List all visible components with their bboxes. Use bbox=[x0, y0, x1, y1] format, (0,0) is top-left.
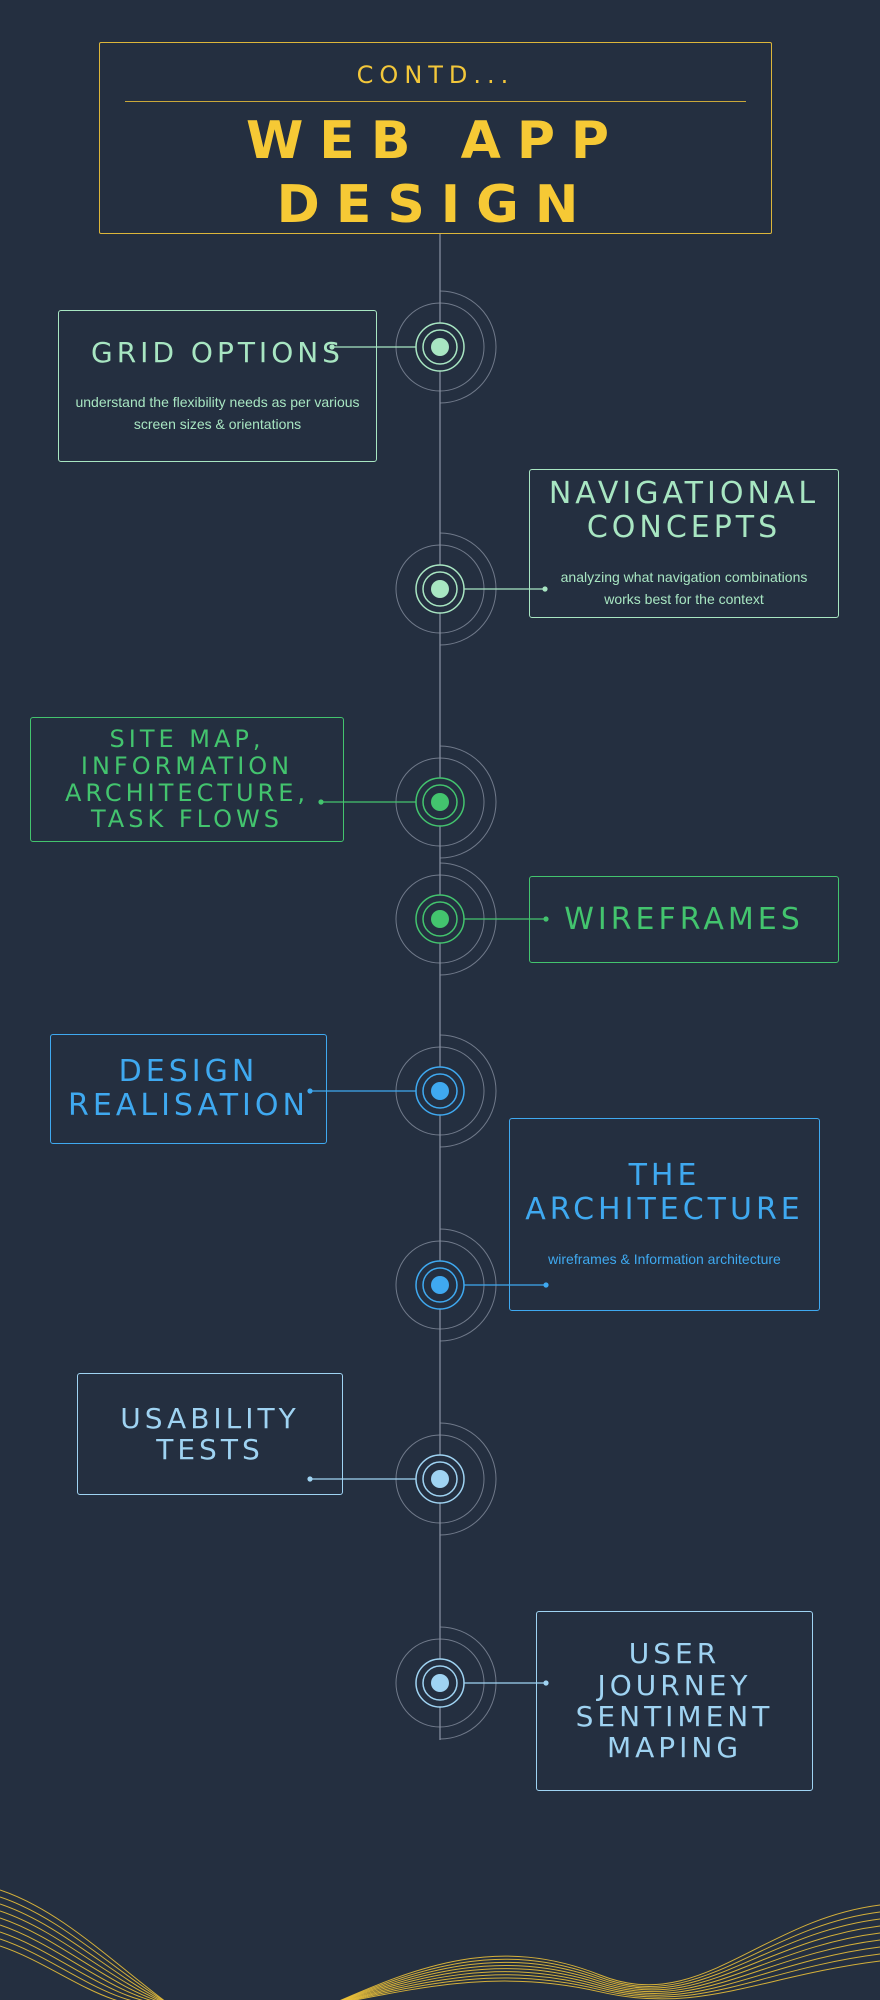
wave-line-left bbox=[0, 1945, 118, 2000]
step-description: wireframes & Information architecture bbox=[548, 1251, 781, 1268]
connector-end-dot bbox=[543, 916, 549, 922]
wave-line-left bbox=[0, 1917, 157, 2000]
step-box: NAVIGATIONAL CONCEPTS analyzing what navi… bbox=[529, 469, 839, 618]
step-box: WIREFRAMES bbox=[529, 876, 839, 963]
step-title: SITE MAP, INFORMATION ARCHITECTURE, TASK… bbox=[64, 724, 310, 834]
step-box: THE ARCHITECTURE wireframes & Information… bbox=[509, 1118, 820, 1311]
node-inner-ring bbox=[422, 1665, 458, 1701]
step-title: DESIGN REALISATION bbox=[68, 1054, 309, 1123]
node-inner-ring bbox=[422, 784, 458, 820]
step-box: USABILITY TESTS bbox=[77, 1373, 343, 1495]
connector-end-dot bbox=[543, 1282, 549, 1288]
wave-line-right bbox=[341, 1918, 880, 2000]
node-outer-arc bbox=[439, 1034, 497, 1148]
node-inner-ring bbox=[422, 1073, 458, 1109]
node-inner-ring bbox=[422, 901, 458, 937]
connector-end-dot bbox=[543, 1680, 549, 1686]
wave-line-left bbox=[0, 1889, 165, 2000]
connector-end-dot bbox=[318, 799, 324, 805]
node-dot bbox=[431, 793, 449, 811]
node-outer-arc bbox=[439, 1422, 497, 1536]
node-dot bbox=[431, 1082, 449, 1100]
step-title: GRID OPTIONS bbox=[91, 336, 344, 370]
wave-line-left bbox=[0, 1938, 132, 2000]
wave-line-left bbox=[0, 1910, 160, 2000]
node-dot bbox=[431, 580, 449, 598]
node-dot bbox=[431, 1276, 449, 1294]
wave-line-right bbox=[349, 1953, 880, 2000]
node-outer-arc bbox=[439, 290, 497, 404]
connector-end-dot bbox=[307, 1476, 313, 1482]
header-subtitle: CONTD... bbox=[356, 61, 515, 89]
step-title: USER JOURNEY SENTIMENT MAPING bbox=[575, 1637, 774, 1765]
step-description: analyzing what navigation combinations w… bbox=[560, 569, 808, 608]
step-title: WIREFRAMES bbox=[564, 901, 804, 937]
connector-end-dot bbox=[307, 1088, 313, 1094]
connector-end-dot bbox=[542, 586, 548, 592]
node-inner-ring bbox=[422, 571, 458, 607]
node-outer-arc bbox=[439, 745, 497, 859]
wave-line-left bbox=[0, 1896, 164, 2000]
node-dot bbox=[431, 1470, 449, 1488]
step-title: NAVIGATIONAL CONCEPTS bbox=[548, 475, 820, 545]
wave-line-right bbox=[340, 1911, 880, 2000]
wave-line-right bbox=[347, 1946, 880, 2000]
node-inner-ring bbox=[422, 1267, 458, 1303]
connector-end-dot bbox=[329, 344, 335, 350]
header-title-line2: DESIGN bbox=[276, 175, 595, 235]
header-divider bbox=[125, 101, 746, 102]
node-inner-ring bbox=[422, 329, 458, 365]
step-box: GRID OPTIONS understand the flexibility n… bbox=[58, 310, 377, 462]
wave-line-left bbox=[0, 1931, 144, 2000]
node-dot bbox=[431, 1674, 449, 1692]
node-inner-ring bbox=[422, 1461, 458, 1497]
node-dot bbox=[431, 910, 449, 928]
step-box: SITE MAP, INFORMATION ARCHITECTURE, TASK… bbox=[30, 717, 344, 842]
wave-line-right bbox=[352, 1960, 880, 2000]
step-box: USER JOURNEY SENTIMENT MAPING bbox=[536, 1611, 813, 1791]
node-dot bbox=[431, 338, 449, 356]
wave-line-right bbox=[345, 1939, 880, 2000]
wave-line-right bbox=[342, 1925, 880, 2000]
header-title-line1: WEB APP bbox=[245, 111, 626, 171]
step-description: understand the flexibility needs as per … bbox=[75, 393, 360, 432]
step-box: DESIGN REALISATION bbox=[50, 1034, 327, 1144]
header-banner: CONTD... WEB APP DESIGN bbox=[99, 42, 772, 234]
wave-line-right bbox=[344, 1932, 880, 2000]
wave-line-right bbox=[340, 1904, 880, 2000]
step-title: USABILITY TESTS bbox=[120, 1401, 300, 1466]
step-title: THE ARCHITECTURE bbox=[525, 1157, 804, 1227]
wave-line-left bbox=[0, 1903, 162, 2000]
